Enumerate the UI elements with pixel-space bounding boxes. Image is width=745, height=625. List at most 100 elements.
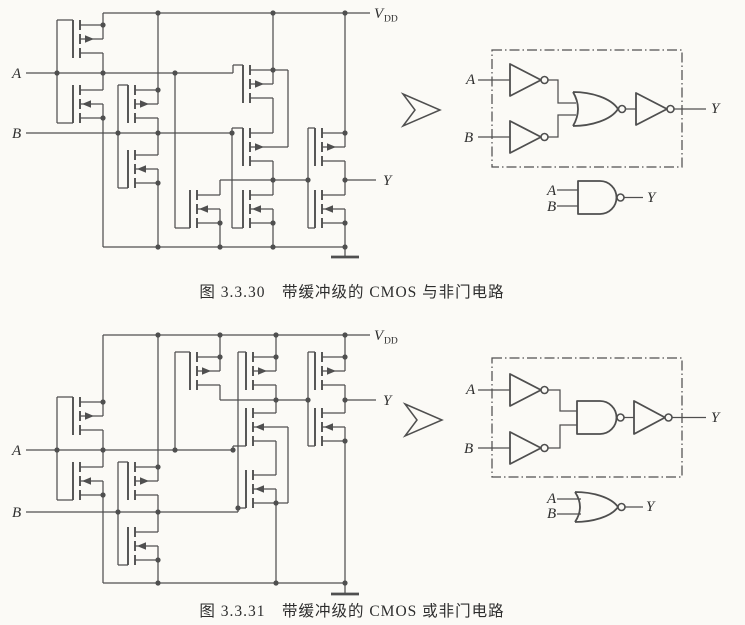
junction-dot bbox=[155, 180, 161, 186]
gate-shapes bbox=[509, 373, 666, 465]
symbol-input-b-label: B bbox=[547, 199, 556, 215]
junction-dot bbox=[100, 447, 106, 453]
symbol-output-y-label: Y bbox=[647, 190, 657, 206]
mosfet-arrows bbox=[82, 35, 336, 213]
double-chevron-arrow-icon bbox=[402, 402, 444, 438]
junction-dot bbox=[270, 67, 276, 73]
inversion-bubble bbox=[666, 104, 675, 114]
mosfet-bars bbox=[72, 20, 323, 228]
mosfet-arrows bbox=[82, 367, 336, 550]
junction-dot bbox=[155, 580, 161, 586]
gate-shape bbox=[574, 491, 619, 523]
junction-dot bbox=[270, 10, 276, 16]
logic-input-a-label: A bbox=[465, 72, 476, 88]
junction-dot bbox=[270, 244, 276, 250]
junction-dot bbox=[172, 70, 178, 76]
logic-wires bbox=[478, 79, 706, 138]
junction-dot bbox=[342, 10, 348, 16]
inversion-bubble bbox=[617, 502, 626, 512]
junction-dot bbox=[342, 580, 348, 586]
figure-caption: 图 3.3.31 带缓冲级的 CMOS 或非门电路 bbox=[199, 602, 504, 620]
input-b-label: B bbox=[12, 126, 21, 142]
junction-dot bbox=[155, 10, 161, 16]
wires bbox=[26, 12, 376, 257]
logic-wires bbox=[478, 389, 706, 449]
junction-dot bbox=[115, 130, 121, 136]
output-y-label: Y bbox=[383, 393, 393, 409]
double-chevron-arrow-icon bbox=[400, 92, 442, 128]
nand-gate-symbol bbox=[557, 180, 643, 215]
junction-dot bbox=[342, 130, 348, 136]
junction-dot bbox=[217, 220, 223, 226]
junction-dot bbox=[273, 332, 279, 338]
junction-dot bbox=[217, 332, 223, 338]
symbol-input-b-label: B bbox=[547, 506, 556, 522]
symbol-wires bbox=[557, 498, 643, 515]
mosfet-bars bbox=[72, 352, 323, 565]
junction-dot bbox=[54, 70, 60, 76]
junction-dot bbox=[270, 177, 276, 183]
junction-dot bbox=[155, 557, 161, 563]
junction-dot bbox=[155, 87, 161, 93]
junction-dot bbox=[342, 438, 348, 444]
implies-arrow-icon bbox=[402, 402, 444, 438]
junction-dot bbox=[270, 220, 276, 226]
symbol-wires bbox=[557, 189, 643, 207]
junction-dot bbox=[342, 397, 348, 403]
junction-dot bbox=[305, 397, 311, 403]
nor-logic-diagram bbox=[478, 357, 706, 478]
junction-dot bbox=[342, 177, 348, 183]
inversion-bubble bbox=[540, 75, 549, 85]
symbol-input-a-label: A bbox=[546, 491, 557, 507]
inversion-bubble bbox=[540, 132, 549, 142]
junction-dot bbox=[155, 464, 161, 470]
gate-shapes bbox=[509, 63, 668, 154]
inversion-bubble bbox=[664, 413, 673, 422]
vdd-label: V bbox=[374, 328, 385, 344]
logic-input-a-label: A bbox=[465, 382, 476, 398]
junction-dot bbox=[100, 22, 106, 28]
junction-dot bbox=[155, 130, 161, 136]
nor-transistor-schematic bbox=[26, 332, 376, 596]
dashdot-box bbox=[491, 49, 683, 168]
logic-output-y-label: Y bbox=[711, 101, 721, 117]
junction-dot bbox=[100, 70, 106, 76]
input-a-label: A bbox=[11, 443, 22, 459]
junction-dot bbox=[342, 220, 348, 226]
junction-dot bbox=[342, 354, 348, 360]
vdd-subscript: DD bbox=[384, 337, 398, 347]
junction-dot bbox=[115, 509, 121, 515]
vdd-subscript: DD bbox=[384, 15, 398, 25]
fig-3-3-30: A B V DD Y A B Y A B Y 图 3.3.30 带缓冲级的 CM… bbox=[11, 6, 721, 301]
junction-dot bbox=[100, 492, 106, 498]
figure-caption: 图 3.3.30 带缓冲级的 CMOS 与非门电路 bbox=[199, 283, 504, 301]
junction-dot bbox=[100, 399, 106, 405]
logic-input-b-label: B bbox=[464, 130, 473, 146]
inversion-bubble bbox=[540, 385, 549, 395]
nand-logic-diagram bbox=[478, 49, 706, 168]
inversion-bubble bbox=[616, 413, 625, 422]
junction-dot bbox=[305, 177, 311, 183]
symbol-input-a-label: A bbox=[546, 183, 557, 199]
junction-dot bbox=[54, 447, 60, 453]
junction-dot bbox=[273, 580, 279, 586]
junction-dot bbox=[229, 130, 235, 136]
symbol-output-y-label: Y bbox=[646, 499, 656, 515]
inversion-bubble bbox=[616, 193, 625, 202]
junction-dot bbox=[235, 505, 241, 511]
junction-dot bbox=[342, 332, 348, 338]
junction-dot bbox=[155, 332, 161, 338]
junction-dot bbox=[342, 244, 348, 250]
input-b-label: B bbox=[12, 505, 21, 521]
fig-3-3-31: A B V DD Y A B Y A B Y 图 3.3.31 带缓冲级的 CM… bbox=[11, 328, 721, 620]
output-y-label: Y bbox=[383, 173, 393, 189]
junction-dot bbox=[172, 447, 178, 453]
junction-dot bbox=[217, 244, 223, 250]
junction-dot bbox=[217, 354, 223, 360]
junction-dot bbox=[273, 397, 279, 403]
logic-output-y-label: Y bbox=[711, 410, 721, 426]
junction-dot bbox=[155, 509, 161, 515]
vdd-label: V bbox=[374, 6, 385, 22]
